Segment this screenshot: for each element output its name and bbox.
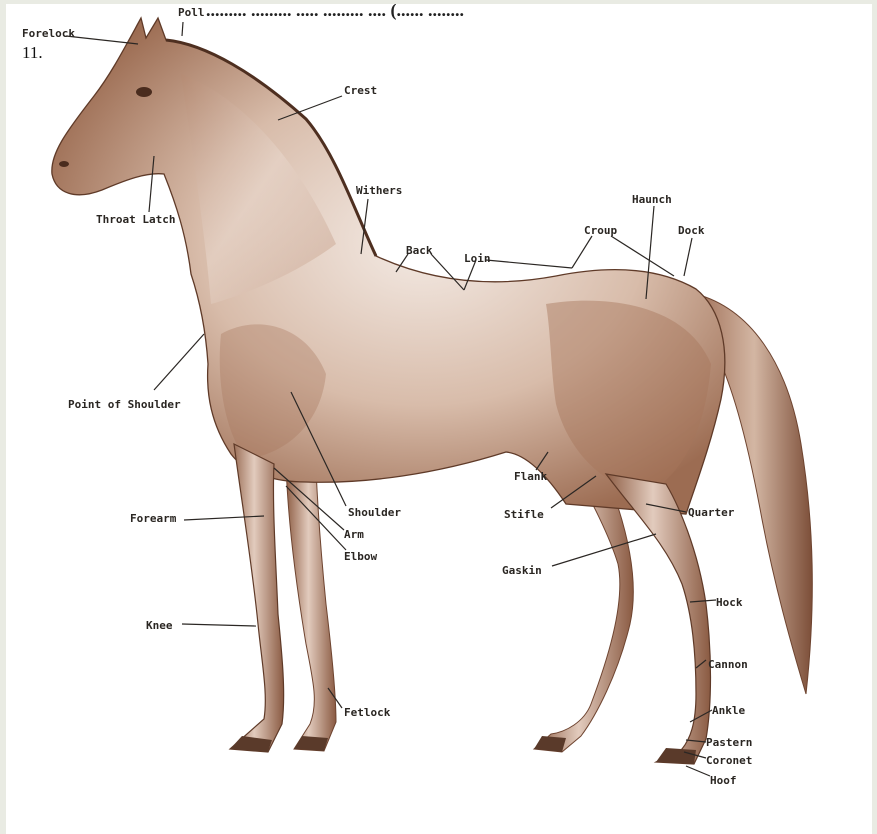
label-forearm: Forearm <box>130 512 177 525</box>
label-hoof: Hoof <box>710 774 737 787</box>
label-croup: Croup <box>584 224 617 237</box>
label-quarter: Quarter <box>688 506 735 519</box>
label-elbow: Elbow <box>344 550 377 563</box>
label-withers: Withers <box>356 184 402 197</box>
leader-croup <box>572 236 592 268</box>
horse-eye <box>136 87 152 97</box>
label-stifle: Stifle <box>504 508 544 521</box>
leader-knee <box>182 624 256 626</box>
leader-dock <box>684 238 692 276</box>
label-coronet: Coronet <box>706 754 752 767</box>
horse-far-front-leg <box>286 464 336 751</box>
label-forelock: Forelock <box>22 27 75 40</box>
label-arm: Arm <box>344 528 364 541</box>
horse-near-front-leg <box>230 444 284 752</box>
leader-gaskin <box>552 534 656 566</box>
horse-hoof-front-far <box>294 736 328 751</box>
horse-anatomy-illustration <box>52 18 812 764</box>
label-pastern: Pastern <box>706 736 752 749</box>
label-ankle: Ankle <box>712 704 745 717</box>
label-throat-latch: Throat Latch <box>96 213 175 226</box>
label-fetlock: Fetlock <box>344 706 391 719</box>
label-knee: Knee <box>146 619 173 632</box>
label-gaskin: Gaskin <box>502 564 542 577</box>
label-back: Back <box>406 244 433 257</box>
label-loin: Loin <box>464 252 491 265</box>
horse-anatomy-diagram: ......... ......... ..... ......... ....… <box>6 4 872 834</box>
label-shoulder: Shoulder <box>348 506 401 519</box>
horse-nostril <box>59 161 69 167</box>
label-haunch: Haunch <box>632 193 672 206</box>
label-point-of-shoulder: Point of Shoulder <box>68 398 181 411</box>
label-hock: Hock <box>716 596 743 609</box>
label-flank: Flank <box>514 470 547 483</box>
label-poll: Poll <box>178 6 205 19</box>
leader-hoof <box>686 766 710 776</box>
leader-poll <box>182 22 183 36</box>
leader-loin-2 <box>486 260 572 268</box>
diagram-canvas: ......... ......... ..... ......... ....… <box>6 4 872 834</box>
label-crest: Crest <box>344 84 377 97</box>
leader-point-of-shoulder <box>154 334 204 390</box>
horse-hoof-hind-near <box>656 748 696 764</box>
top-text-fragment: ......... ......... ..... ......... ....… <box>206 4 464 21</box>
leader-forelock <box>66 36 138 44</box>
label-cannon: Cannon <box>708 658 748 671</box>
figure-number: 11. <box>22 43 43 62</box>
label-dock: Dock <box>678 224 705 237</box>
